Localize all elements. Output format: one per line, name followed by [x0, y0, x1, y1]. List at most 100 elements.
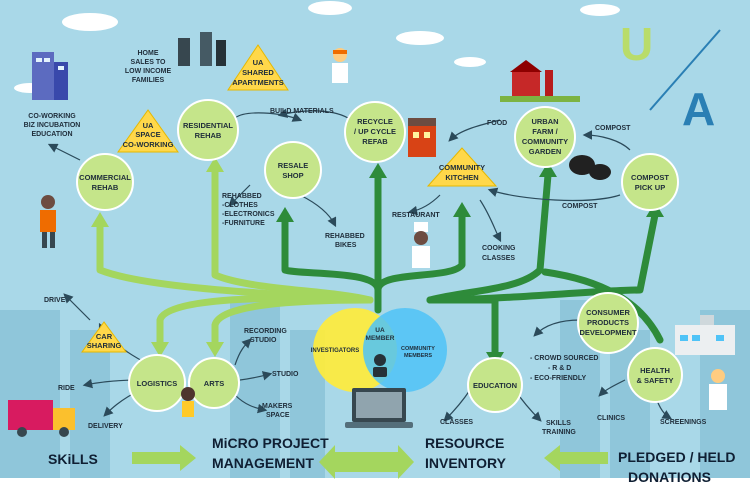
- node-logistics-label: LOGISTICS: [137, 379, 177, 388]
- label-compost-mid: COMPOST: [562, 203, 598, 210]
- svg-text:-CLOTHES: -CLOTHES: [222, 202, 258, 209]
- bottom-arrows: [132, 445, 608, 479]
- node-commercial-rehab-line1: COMMERCIAL: [79, 173, 131, 182]
- node-resale-shop[interactable]: RESALE SHOP: [264, 141, 322, 199]
- bottom-titles: SKiLLS MiCRO PROJECT MANAGEMENT RESOURCE…: [48, 435, 735, 485]
- triangle-shared-apartments-line3: APARTMENTS: [232, 78, 284, 87]
- svg-text:SKILLS: SKILLS: [546, 420, 571, 427]
- chef-figure-icon: [412, 222, 430, 268]
- node-urban-farm[interactable]: URBAN FARM / COMMUNITY GARDEN: [514, 106, 576, 168]
- node-education[interactable]: EDUCATION: [467, 357, 523, 413]
- person-body-icon: [373, 367, 387, 377]
- light-arrowheads: [91, 157, 224, 357]
- label-ride: RIDE: [58, 385, 75, 392]
- title-resource-inventory-line1: RESOURCE: [425, 435, 504, 451]
- node-compost-pickup-line2: PICK UP: [635, 183, 665, 192]
- node-recycle-line2: / UP CYCLE: [354, 127, 396, 136]
- nodes: COMMERCIAL REHAB RESIDENTIAL REHAB RESAL…: [76, 99, 683, 413]
- node-consumer-products-line1: CONSUMER: [586, 308, 630, 317]
- triangle-community-kitchen[interactable]: COMMUNITY KITCHEN: [426, 147, 498, 187]
- delivery-truck-icon: [8, 400, 75, 437]
- node-recycle[interactable]: RECYCLE / UP CYCLE REFAB: [344, 101, 406, 163]
- light-arrows: [96, 166, 374, 349]
- triangle-community-kitchen-line1: COMMUNITY: [439, 163, 485, 172]
- title-pledged-line1: PLEDGED / HELD: [618, 449, 735, 465]
- house-icon: [408, 118, 436, 157]
- label-drive: DRIVE: [44, 297, 66, 304]
- svg-text:EDUCATION: EDUCATION: [31, 131, 72, 138]
- triangle-car-sharing-line2: SHARING: [87, 341, 122, 350]
- triangle-space-coworking-line2: SPACE: [135, 130, 160, 139]
- label-rehabbed: REHABBED -CLOTHES -ELECTRONICS -FURNITUR…: [222, 193, 275, 227]
- svg-text:-FURNITURE: -FURNITURE: [222, 220, 265, 227]
- svg-text:REHABBED: REHABBED: [325, 233, 365, 240]
- node-health-safety[interactable]: HEALTH & SAFETY: [627, 347, 683, 403]
- person-icon: [374, 354, 386, 366]
- triangle-car-sharing-line1: CAR: [96, 332, 113, 341]
- title-resource-inventory-line2: INVENTORY: [425, 455, 507, 471]
- node-residential-rehab[interactable]: RESIDENTIAL REHAB: [177, 99, 239, 161]
- node-compost-pickup[interactable]: COMPOST PICK UP: [621, 153, 679, 211]
- svg-text:CLASSES: CLASSES: [482, 255, 515, 262]
- doctor-figure-icon: [709, 369, 727, 410]
- svg-text:MAKERS: MAKERS: [262, 403, 293, 410]
- arrow-to-education: [426, 296, 499, 359]
- arrow-to-resale: [281, 216, 382, 294]
- ua-logo-u: U: [620, 18, 653, 70]
- svg-text:FAMILIES: FAMILIES: [132, 77, 165, 84]
- svg-text:- ECO-FRIENDLY: - ECO-FRIENDLY: [530, 375, 586, 382]
- node-consumer-products[interactable]: CONSUMER PRODUCTS DEVELOPMENT: [577, 292, 639, 354]
- ua-logo-a: A: [682, 83, 715, 135]
- svg-text:RECORDING: RECORDING: [244, 328, 287, 335]
- label-build-materials: BUILD MATERIALS: [270, 108, 334, 115]
- engineer-figure-icon: [332, 48, 348, 83]
- girl-figure-icon: [181, 387, 195, 417]
- label-skills-training: SKILLS TRAINING: [542, 420, 576, 436]
- node-urban-farm-line2: FARM /: [532, 127, 558, 136]
- title-skills: SKiLLS: [48, 451, 98, 467]
- triangle-space-coworking-line3: CO-WORKING: [123, 140, 174, 149]
- svg-text:- R & D: - R & D: [548, 365, 571, 372]
- label-cooking-classes: COOKING CLASSES: [482, 245, 516, 262]
- triangle-shared-apartments-line2: SHARED: [242, 68, 274, 77]
- svg-text:TRAINING: TRAINING: [542, 429, 576, 436]
- svg-text:REHABBED: REHABBED: [222, 193, 262, 200]
- triangle-shared-apartments[interactable]: UA SHARED APARTMENTS: [227, 44, 289, 91]
- node-commercial-rehab-line2: REHAB: [92, 183, 119, 192]
- node-logistics[interactable]: LOGISTICS: [128, 354, 186, 412]
- arrow-to-farm: [426, 171, 552, 304]
- node-health-safety-line1: HEALTH: [640, 366, 670, 375]
- venn-investigators-label: INVESTIGATORS: [311, 348, 359, 354]
- node-consumer-products-line3: DEVELOPMENT: [579, 328, 637, 337]
- label-makers-space: MAKERS SPACE: [262, 403, 293, 419]
- label-coworking-biz: CO-WORKING BIZ INCUBATION EDUCATION: [24, 113, 81, 138]
- venn-ua-member-line1: UA: [375, 327, 385, 334]
- office-building-icon: [32, 52, 68, 100]
- node-health-safety-line2: & SAFETY: [636, 376, 673, 385]
- venn-community-line2: MEMBERS: [404, 353, 432, 359]
- illustrations: [8, 32, 735, 437]
- node-arts[interactable]: ARTS: [188, 357, 240, 409]
- bottom-band: [0, 478, 750, 500]
- triangle-shared-apartments-line1: UA: [253, 58, 264, 67]
- triangle-car-sharing[interactable]: CAR SHARING: [81, 321, 127, 353]
- ua-logo-stroke: [649, 29, 721, 111]
- node-commercial-rehab[interactable]: COMMERCIAL REHAB: [76, 153, 134, 211]
- triangle-space-coworking[interactable]: UA SPACE CO-WORKING: [117, 109, 179, 153]
- label-crowd-sourced: - CROWD SOURCED - R & D - ECO-FRIENDLY: [530, 355, 598, 382]
- node-residential-rehab-line2: REHAB: [195, 131, 222, 140]
- farm-barn-icon: [500, 60, 580, 102]
- label-delivery: DELIVERY: [88, 423, 123, 430]
- node-education-label: EDUCATION: [473, 381, 517, 390]
- compost-bags-icon: [569, 155, 611, 180]
- svg-text:CO-WORKING: CO-WORKING: [28, 113, 76, 120]
- worker-figure-icon: [40, 195, 56, 248]
- svg-text:- CROWD SOURCED: - CROWD SOURCED: [530, 355, 598, 362]
- svg-text:BIZ INCUBATION: BIZ INCUBATION: [24, 122, 81, 129]
- arrow-to-arts: [211, 296, 374, 349]
- arrow-center: [319, 445, 414, 479]
- svg-text:COOKING: COOKING: [482, 245, 516, 252]
- svg-text:BIKES: BIKES: [335, 242, 357, 249]
- label-restaurant: RESTAURANT: [392, 212, 440, 219]
- node-compost-pickup-line1: COMPOST: [631, 173, 669, 182]
